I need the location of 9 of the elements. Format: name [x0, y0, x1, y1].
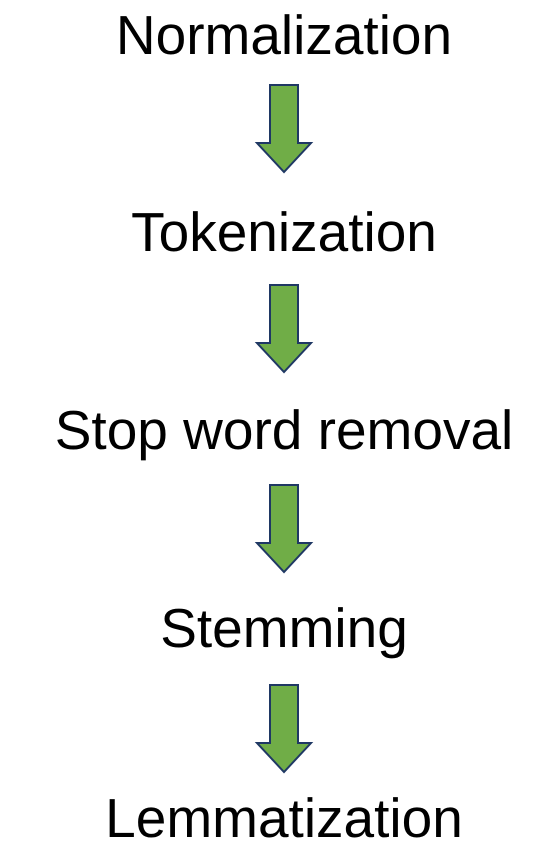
- step-label: Stemming: [160, 600, 408, 656]
- step-label: Lemmatization: [105, 790, 463, 846]
- block-arrow: [254, 84, 314, 174]
- step-label: Stop word removal: [54, 402, 514, 458]
- block-arrow: [254, 284, 314, 374]
- step-label: Tokenization: [131, 204, 437, 260]
- block-arrow: [254, 484, 314, 574]
- step-label: Normalization: [116, 7, 452, 63]
- block-arrow: [254, 684, 314, 774]
